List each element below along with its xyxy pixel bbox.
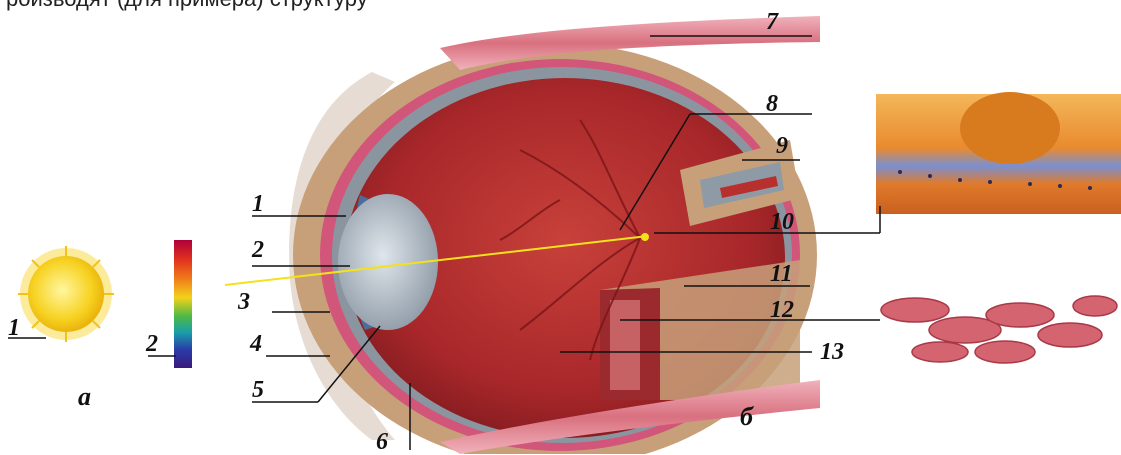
label-9: 9 xyxy=(776,134,788,158)
header-fragment: роизводят (для примера) структуру xyxy=(6,0,368,10)
sun-icon xyxy=(18,246,114,342)
label-sun: 1 xyxy=(8,316,20,340)
label-13: 13 xyxy=(820,340,844,364)
label-5: 5 xyxy=(252,378,264,402)
label-spectrum: 2 xyxy=(146,332,158,356)
caption-a: a xyxy=(78,384,91,410)
caption-b: б xyxy=(740,404,753,430)
label-4: 4 xyxy=(250,332,262,356)
label-8: 8 xyxy=(766,92,778,116)
label-11: 11 xyxy=(770,262,793,286)
label-6: 6 xyxy=(376,430,388,454)
spectrum-bar xyxy=(174,240,192,368)
inset-tissue xyxy=(872,284,1121,370)
label-2: 2 xyxy=(252,238,264,262)
label-1: 1 xyxy=(252,192,264,216)
label-7: 7 xyxy=(766,10,778,34)
inset-macula xyxy=(876,92,1121,214)
label-3: 3 xyxy=(238,290,250,314)
label-12: 12 xyxy=(770,298,794,322)
label-10: 10 xyxy=(770,210,794,234)
